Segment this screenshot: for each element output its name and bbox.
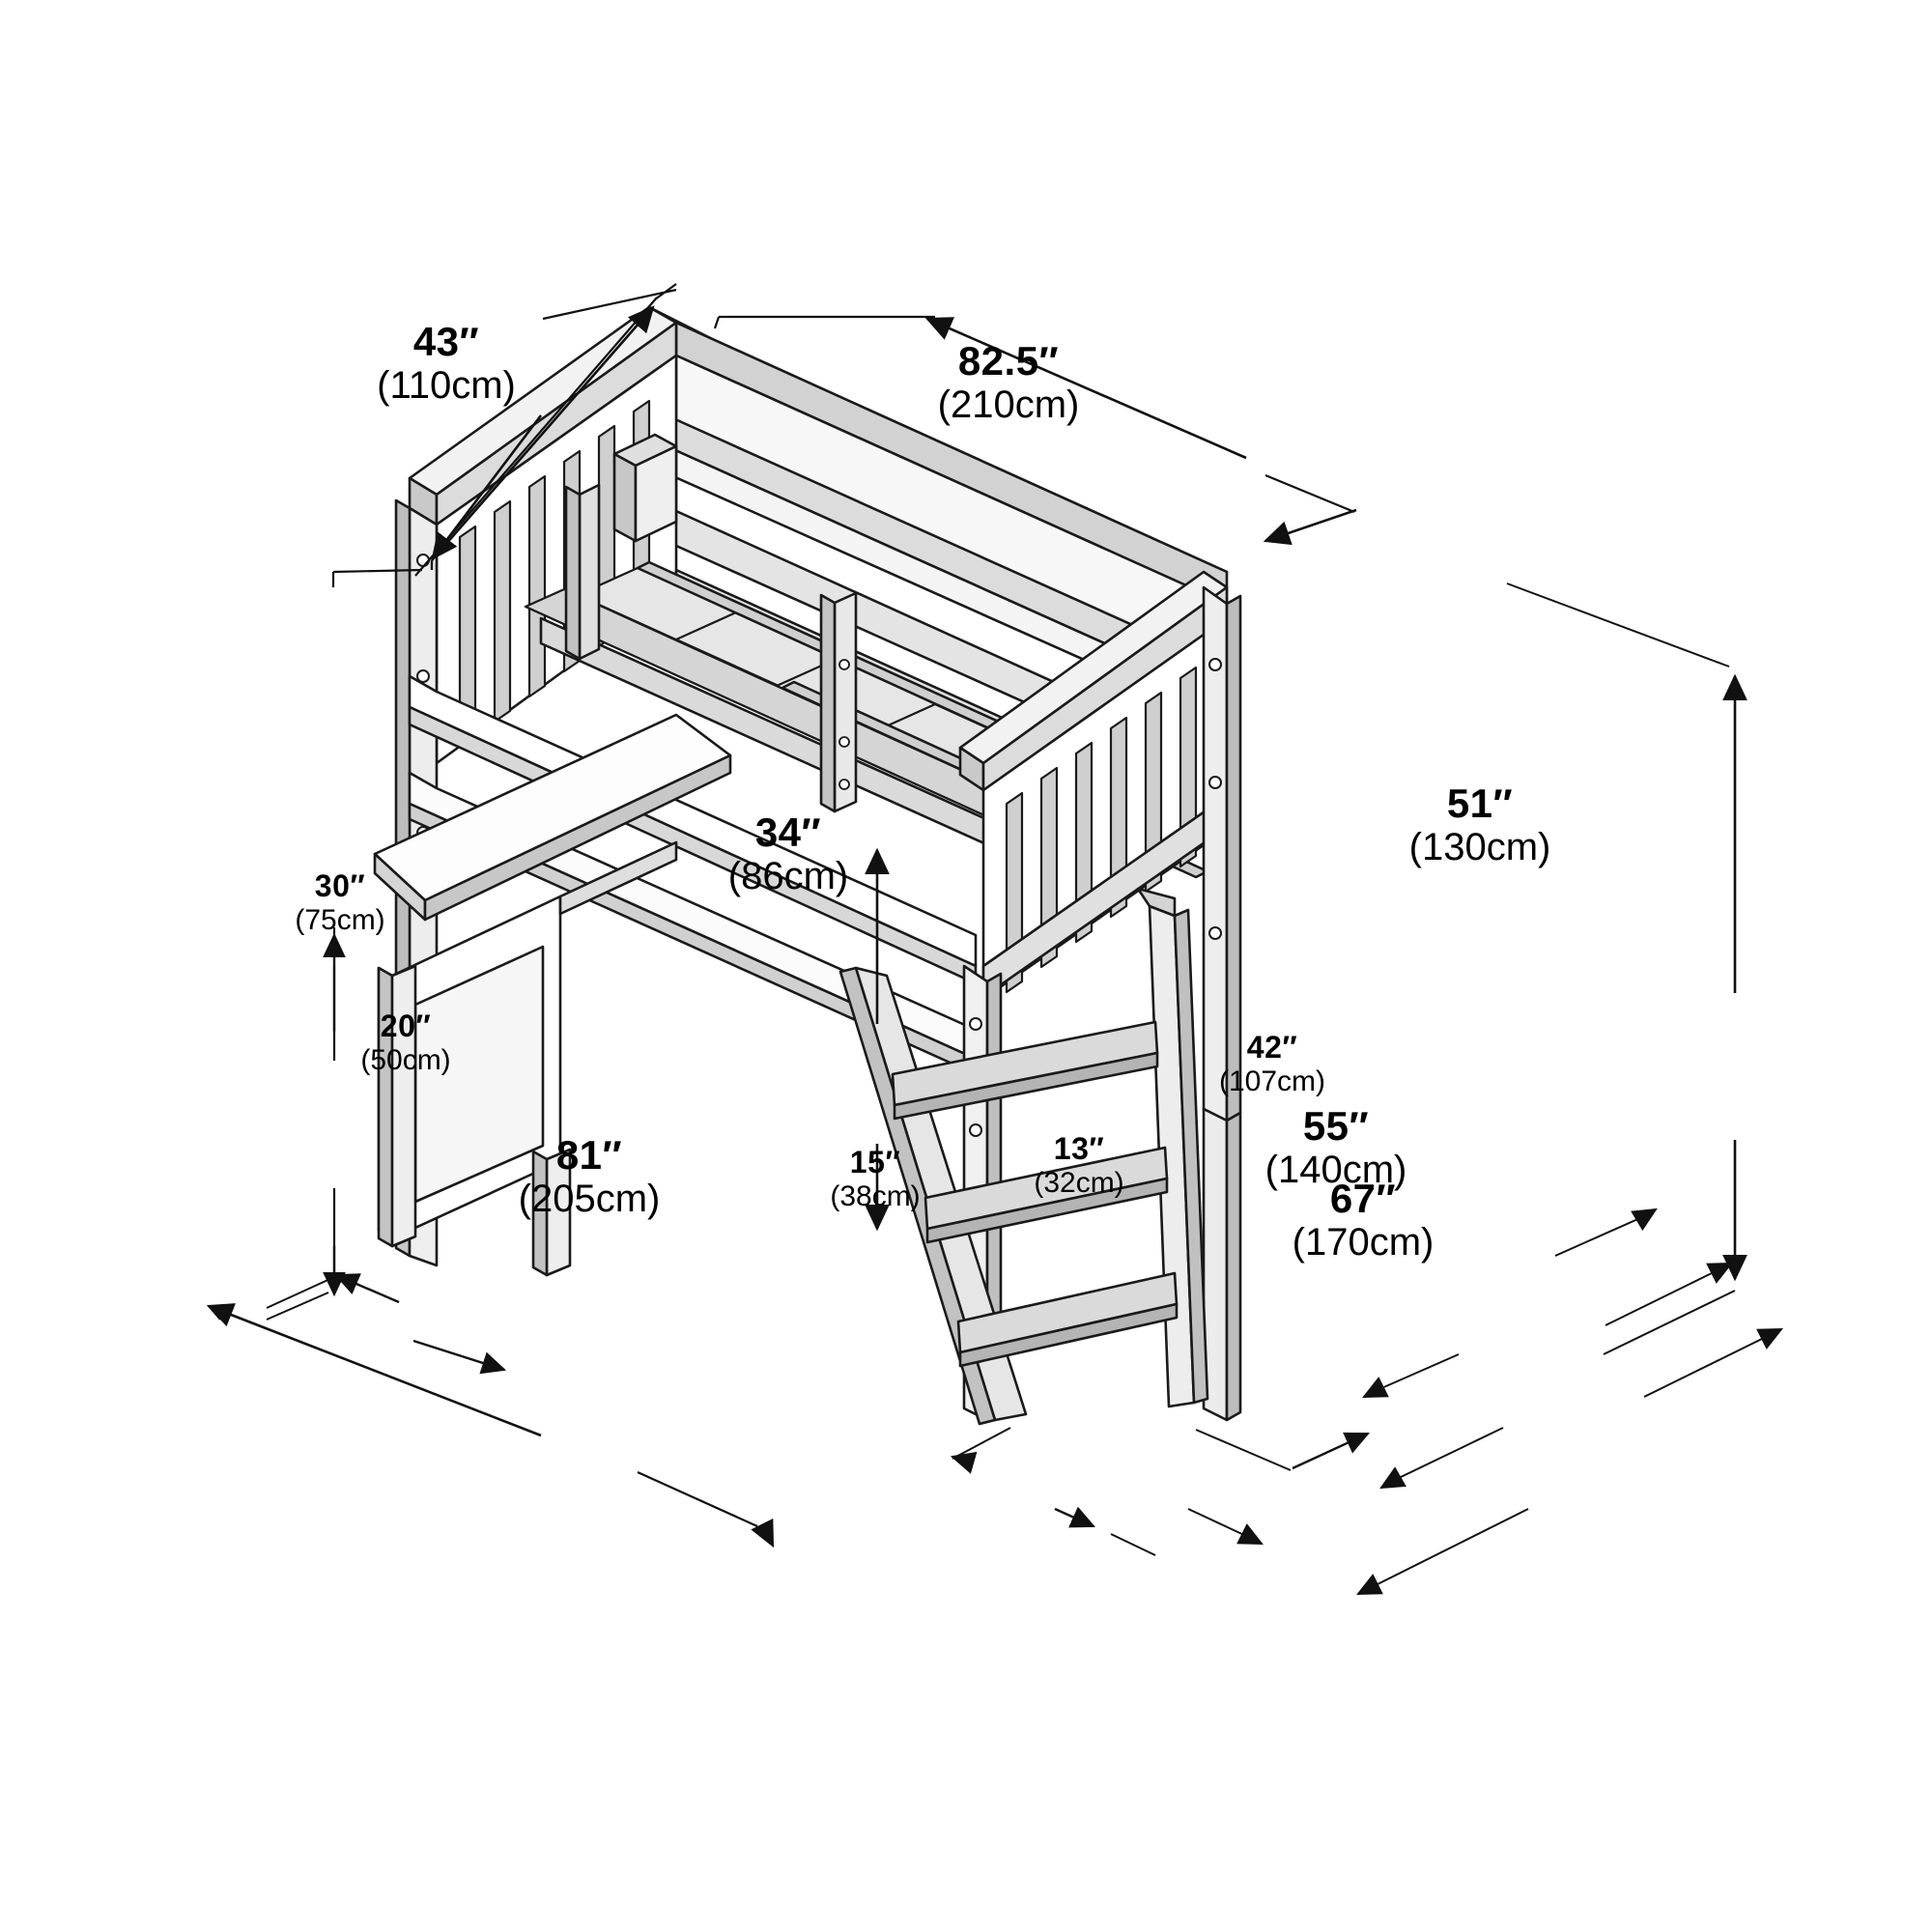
dim-metric: (110cm) — [377, 364, 516, 408]
dim-label-bed-width: 42″ (107cm) — [1185, 1030, 1359, 1097]
dim-metric: (170cm) — [1292, 1221, 1435, 1264]
dim-metric: (107cm) — [1218, 1065, 1326, 1097]
dim-imperial: 43″ — [412, 319, 480, 364]
dimline-bed-length — [713, 315, 1357, 546]
dim-label-guardrail-height: 43″ (110cm) — [350, 319, 543, 408]
dim-imperial: 67″ — [1329, 1176, 1397, 1221]
dim-metric: (50cm) — [360, 1043, 451, 1076]
dim-imperial: 20″ — [380, 1009, 432, 1043]
dim-imperial: 13″ — [1053, 1131, 1105, 1166]
dim-imperial: 15″ — [849, 1145, 901, 1179]
dim-imperial: 30″ — [314, 868, 366, 903]
dim-metric: (205cm) — [518, 1178, 661, 1221]
dim-imperial: 55″ — [1302, 1103, 1370, 1149]
dim-imperial: 34″ — [754, 810, 822, 855]
dim-label-underbed-clearance: 34″ (86cm) — [692, 810, 885, 898]
dim-metric: (75cm) — [295, 903, 385, 936]
dimline-guardrail-height — [331, 283, 677, 587]
dim-metric: (32cm) — [1034, 1166, 1124, 1199]
dim-metric: (210cm) — [937, 384, 1080, 427]
dim-imperial: 42″ — [1246, 1030, 1298, 1065]
dim-label-frame-width: 55″ (140cm) — [1230, 1103, 1442, 1192]
dim-metric: (140cm) — [1264, 1149, 1407, 1192]
dim-label-desk-depth: 20″ (50cm) — [328, 1009, 483, 1076]
dim-label-desk-height: 30″ (75cm) — [263, 868, 417, 936]
dimline-desk-height — [266, 927, 346, 1321]
dim-imperial: 82.5″ — [957, 338, 1060, 384]
dimline-bed-width — [1362, 1208, 1658, 1399]
dimline-ladder-offset — [950, 1427, 1156, 1556]
dimline-frame-width — [1379, 1262, 1733, 1490]
dim-metric: (86cm) — [727, 855, 849, 898]
dimline-leg-inset — [1187, 1429, 1370, 1546]
rear-guardrail-panel — [647, 305, 1229, 786]
dim-imperial: 81″ — [555, 1132, 623, 1178]
dim-label-leg-inset: 13″ (32cm) — [1002, 1131, 1156, 1199]
dim-label-overall-depth: 81″ (205cm) — [473, 1132, 705, 1221]
dim-metric: (38cm) — [830, 1179, 921, 1212]
dimline-overall-depth — [206, 1303, 775, 1548]
dimline-overall-width — [1356, 1327, 1783, 1596]
dimline-loft-height — [1506, 582, 1747, 1355]
dim-label-loft-height: 51″ (130cm) — [1364, 781, 1596, 869]
dim-label-ladder-offset: 15″ (38cm) — [798, 1145, 952, 1212]
dim-metric: (130cm) — [1408, 826, 1551, 869]
dimline-desk-depth — [266, 1273, 507, 1375]
dim-imperial: 51″ — [1446, 781, 1514, 826]
desk — [373, 713, 732, 1277]
ladder — [838, 887, 1209, 1426]
dim-label-bed-length: 82.5″ (210cm) — [893, 338, 1124, 427]
dim-label-overall-width: 67″ (170cm) — [1257, 1176, 1469, 1264]
head-guardrail-panel — [394, 305, 978, 1076]
